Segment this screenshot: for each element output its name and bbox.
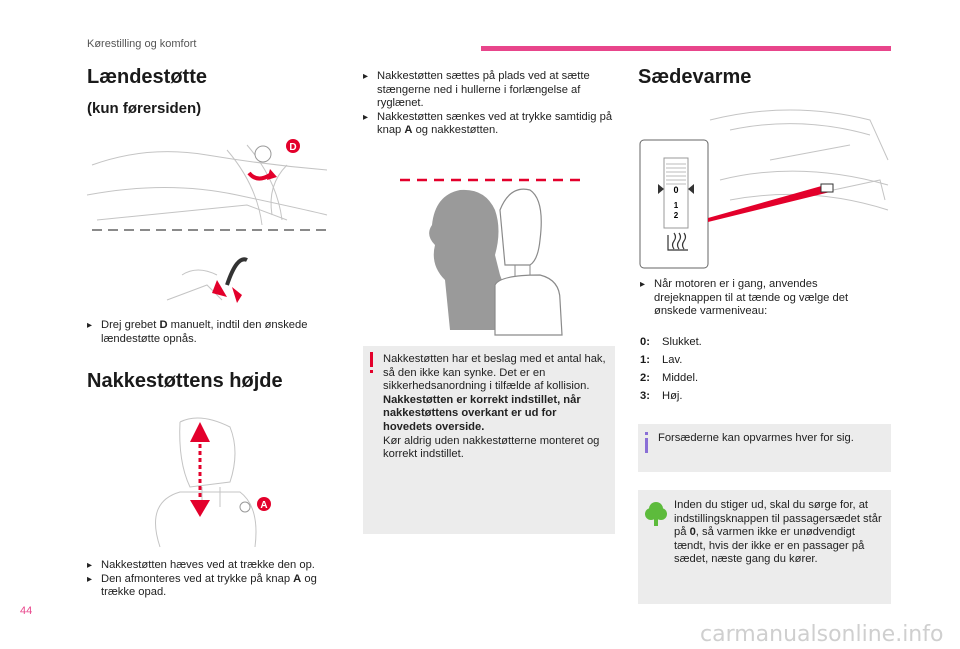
page-number: 44 bbox=[20, 605, 33, 617]
lumbar-subtitle: (kun førersiden) bbox=[87, 100, 202, 117]
info-box: Forsæderne kan opvarmes hver for sig. bbox=[638, 424, 891, 472]
warning-text-2: Kør aldrig uden nakkestøtterne monteret … bbox=[383, 434, 600, 461]
dial-label-1: 1 bbox=[674, 201, 679, 210]
seat-heating-instruction: ▸ Når motoren er i gang, anvendes drejek… bbox=[640, 278, 849, 318]
headrest-fit-instructions: ▸Nakkestøtten sættes på plads ved at sæt… bbox=[363, 70, 613, 137]
seat-heating-illustration: 0 1 2 bbox=[639, 109, 889, 269]
headrest-height-title: Nakkestøttens højde bbox=[87, 370, 283, 392]
lumbar-illustration: D bbox=[86, 139, 332, 303]
dial-label-0: 0 bbox=[673, 185, 678, 195]
headrest-height-instructions: ▸Nakkestøtten hæves ved at trække den op… bbox=[87, 559, 317, 599]
warning-bold: Nakkestøtten er korrekt indstillet, når … bbox=[383, 393, 581, 433]
heat-level-item: 1:Lav. bbox=[640, 354, 683, 366]
label-d: D bbox=[289, 142, 296, 153]
seat-heat-icon bbox=[667, 232, 688, 251]
watermark: carmanualsonline.info bbox=[700, 622, 944, 647]
eco-tree-icon bbox=[645, 502, 667, 526]
bullet-marker-icon: ▸ bbox=[640, 279, 646, 290]
info-text: Forsæderne kan opvarmes hver for sig. bbox=[658, 432, 854, 444]
badge-d bbox=[286, 139, 300, 153]
bullet-marker-icon: ▸ bbox=[363, 111, 369, 123]
headrest-height-illustration: A bbox=[155, 417, 271, 548]
heat-level-item: 3:Høj. bbox=[640, 390, 683, 402]
info-icon bbox=[645, 432, 648, 453]
eco-box: Inden du stiger ud, skal du sørge for, a… bbox=[638, 490, 891, 604]
heat-levels-list: 0:Slukket. 1:Lav. 2:Middel. 3:Høj. bbox=[640, 336, 702, 408]
bullet-marker-icon: ▸ bbox=[87, 560, 93, 571]
warning-box: Nakkestøtten har et beslag med et antal … bbox=[363, 346, 615, 534]
header-accent-rule bbox=[481, 46, 891, 51]
warning-icon bbox=[370, 352, 373, 373]
bullet-marker-icon: ▸ bbox=[363, 71, 369, 82]
eco-text: Inden du stiger ud, skal du sørge for, a… bbox=[674, 499, 882, 566]
lumbar-instruction: ▸ Drej grebet D manuelt, indtil den ønsk… bbox=[87, 319, 308, 345]
section-header: Kørestilling og komfort bbox=[87, 38, 197, 50]
dial-label-2: 2 bbox=[674, 211, 679, 220]
heat-level-item: 0:Slukket. bbox=[640, 336, 702, 348]
bullet-marker-icon: ▸ bbox=[87, 573, 93, 585]
warning-text-1: Nakkestøtten har et beslag med et antal … bbox=[383, 353, 606, 393]
seat-heating-title: Sædevarme bbox=[638, 66, 752, 88]
headrest-position-illustration bbox=[400, 178, 580, 336]
bullet-marker-icon: ▸ bbox=[87, 320, 93, 331]
heat-level-item: 2:Middel. bbox=[640, 372, 699, 384]
label-a: A bbox=[260, 500, 267, 511]
lumbar-title: Lændestøtte bbox=[87, 66, 207, 88]
